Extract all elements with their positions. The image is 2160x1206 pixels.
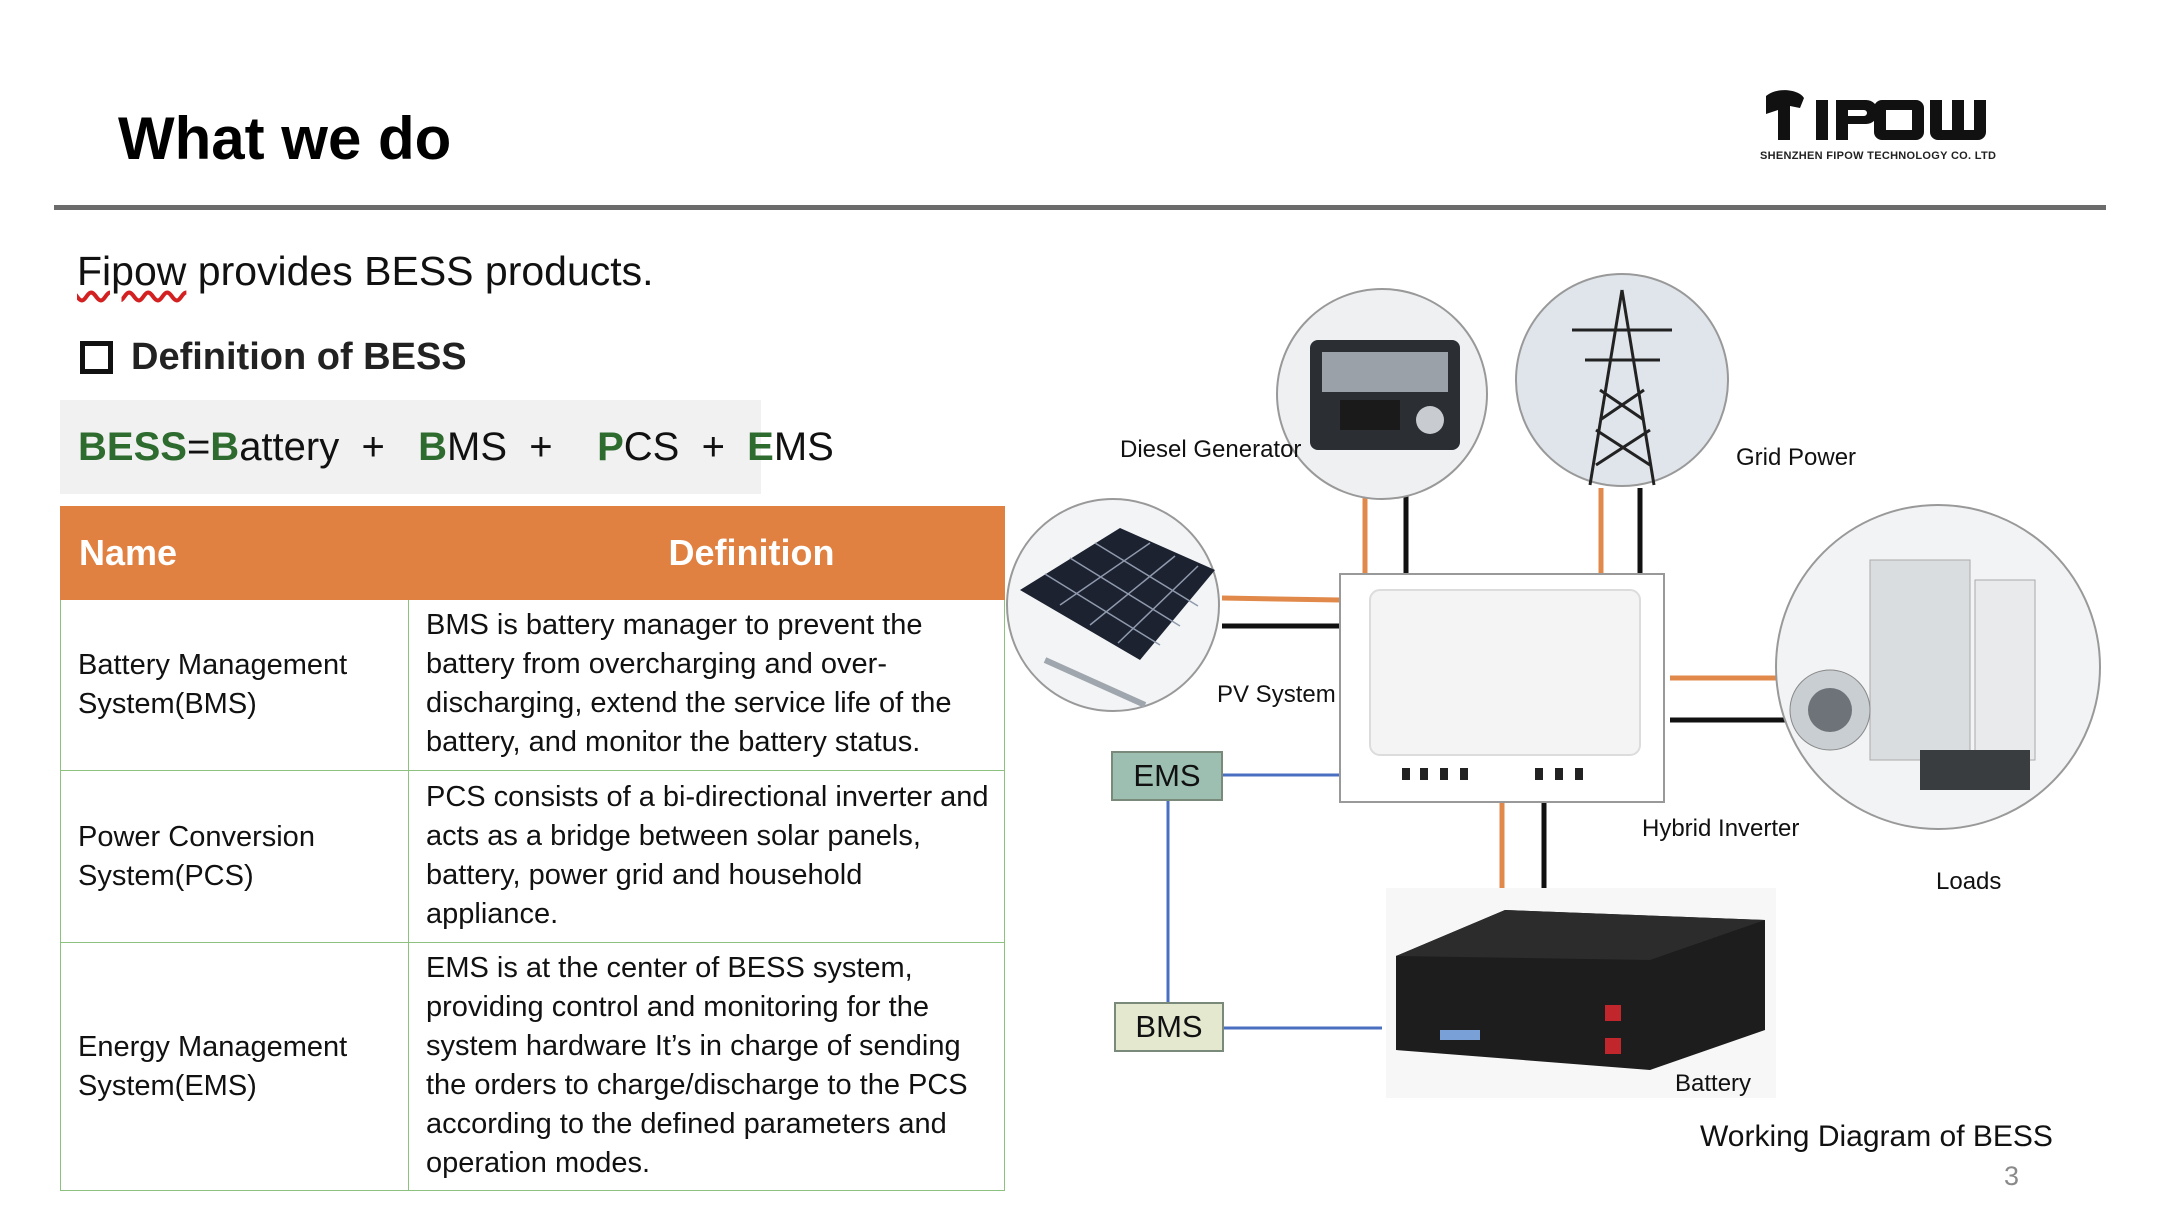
company-logo: SHENZHEN FIPOW TECHNOLOGY CO. LTD [1760, 88, 2018, 162]
table-row: Power Conversion System(PCS) PCS consist… [60, 770, 1005, 943]
formula-part: P [597, 424, 624, 469]
row-definition: EMS is at the center of BESS system, pro… [408, 942, 1005, 1191]
formula-part: E [747, 424, 774, 469]
row-name: Power Conversion System(PCS) [60, 770, 409, 943]
row-name: Battery Management System(BMS) [60, 599, 409, 771]
definition-table: Name Definition Battery Management Syste… [60, 506, 1005, 1191]
pv-panel-image [1006, 498, 1220, 712]
checkbox-bullet-icon [80, 341, 113, 374]
formula-part: MS [773, 424, 834, 469]
hybrid-inverter-image [1339, 573, 1665, 803]
diagram-graphics [1006, 273, 2101, 1098]
table-row: Energy Management System(EMS) EMS is at … [60, 942, 1005, 1191]
bms-box: BMS [1114, 1002, 1224, 1052]
label-pv-system: PV System [1217, 681, 1336, 708]
page-title: What we do [118, 105, 452, 172]
formula-part: B [210, 424, 240, 469]
diagram-caption: Working Diagram of BESS [1700, 1120, 2053, 1153]
label-grid-power: Grid Power [1736, 444, 1857, 471]
formula-part: BESS [78, 424, 187, 469]
page-number: 3 [2004, 1161, 2020, 1191]
label-diesel-generator: Diesel Generator [1120, 436, 1302, 463]
battery-image [1386, 888, 1776, 1098]
label-loads: Loads [1936, 868, 2002, 895]
row-name: Energy Management System(EMS) [60, 942, 409, 1191]
label-battery: Battery [1675, 1070, 1752, 1097]
grid-power-image [1515, 273, 1729, 487]
row-definition: BMS is battery manager to prevent the ba… [408, 599, 1005, 771]
ems-box: EMS [1111, 751, 1223, 801]
header-divider [54, 205, 2106, 210]
intro-rest: provides BESS products. [186, 248, 654, 294]
formula-part: CS + [623, 424, 748, 469]
fipow-logo-mark [1766, 90, 1986, 140]
formula-part: attery + [239, 424, 419, 469]
label-hybrid-inverter: Hybrid Inverter [1642, 815, 1800, 842]
column-header-name: Name [60, 506, 409, 600]
intro-company-word: Fipow [77, 248, 187, 294]
row-definition: PCS consists of a bi-directional inverte… [408, 770, 1005, 943]
column-header-definition: Definition [408, 506, 1005, 600]
formula-part: MS + [447, 424, 598, 469]
diesel-generator-image [1276, 288, 1488, 500]
table-row: Battery Management System(BMS) BMS is ba… [60, 599, 1005, 771]
formula-part: = [186, 424, 211, 469]
company-name: SHENZHEN FIPOW TECHNOLOGY CO. LTD [1760, 150, 1997, 162]
definition-heading-text: Definition of BESS [131, 336, 467, 378]
bess-working-diagram: Diesel Generator Grid Power PV System Hy… [1000, 260, 2130, 1120]
household-loads-image [1775, 504, 2101, 830]
comm-lines [1166, 773, 1382, 1030]
table-header-row: Name Definition [60, 506, 1005, 600]
formula-part: B [418, 424, 448, 469]
intro-sentence: Fipow provides BESS products. [77, 248, 654, 295]
definition-heading: Definition of BESS [80, 336, 467, 379]
